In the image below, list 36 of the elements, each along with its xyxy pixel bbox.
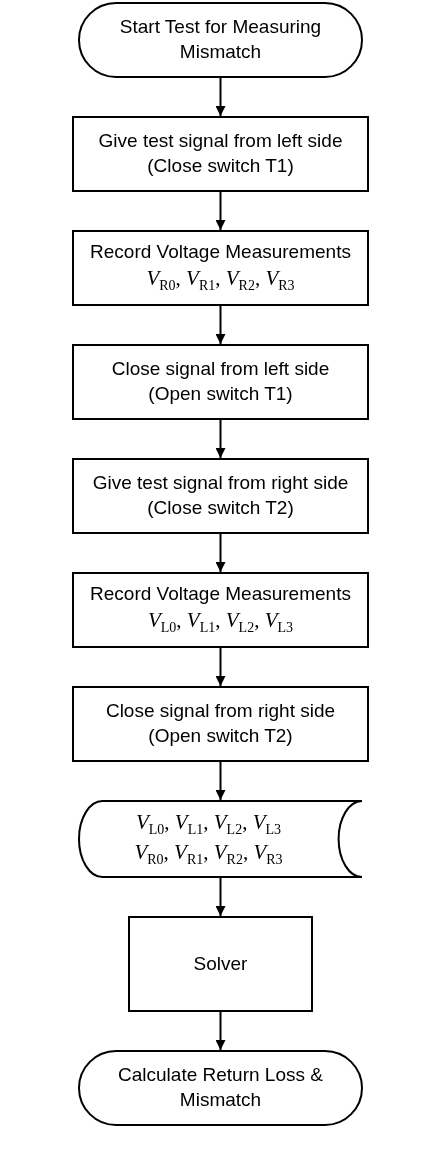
- formula-text: V$_{L0}$, V$_{L1}$, V$_{L2}$, V$_{L3}$: [147, 607, 294, 638]
- process-box: [72, 458, 369, 534]
- node-text: Solver: [193, 951, 248, 976]
- node-text: Close signal from left side: [111, 357, 330, 382]
- arrow: [215, 305, 226, 345]
- node-text: (Close switch T1): [147, 154, 294, 178]
- arrow: [215, 191, 226, 231]
- arrow: [215, 77, 226, 117]
- arrow: [215, 647, 226, 687]
- process-box: [72, 230, 369, 306]
- node-text: Record Voltage Measurements: [90, 240, 351, 265]
- arrow: [215, 419, 226, 459]
- arrow: [215, 1011, 226, 1051]
- terminal-shape: [78, 1050, 363, 1126]
- process-box: [72, 116, 369, 192]
- formula-text: V$_{L0}$, V$_{L1}$, V$_{L2}$, V$_{L3}$: [135, 808, 283, 839]
- node-text: (Close switch T2): [147, 496, 294, 520]
- node-text: (Open switch T1): [148, 382, 293, 406]
- process-box: [72, 686, 369, 762]
- node-text: Give test signal from left side: [98, 129, 343, 154]
- stored-data-shape: [78, 800, 363, 878]
- formula-text: V$_{R0}$, V$_{R1}$, V$_{R2}$, V$_{R3}$: [134, 839, 284, 870]
- process-box: [128, 916, 313, 1012]
- process-box: [72, 344, 369, 420]
- arrow: [215, 761, 226, 801]
- arrow: [215, 533, 226, 573]
- node-text: (Open switch T2): [148, 724, 293, 748]
- node-text: Record Voltage Measurements: [90, 582, 351, 607]
- arrow: [215, 877, 226, 917]
- process-box: [72, 572, 369, 648]
- node-text: Close signal from right side: [105, 699, 336, 724]
- node-text: Calculate Return Loss & Mismatch: [117, 1063, 324, 1112]
- node-text: Give test signal from right side: [92, 471, 349, 496]
- node-text: Start Test for Measuring Mismatch: [118, 15, 323, 64]
- terminal-shape: [78, 2, 363, 78]
- formula-text: V$_{R0}$, V$_{R1}$, V$_{R2}$, V$_{R3}$: [146, 265, 295, 296]
